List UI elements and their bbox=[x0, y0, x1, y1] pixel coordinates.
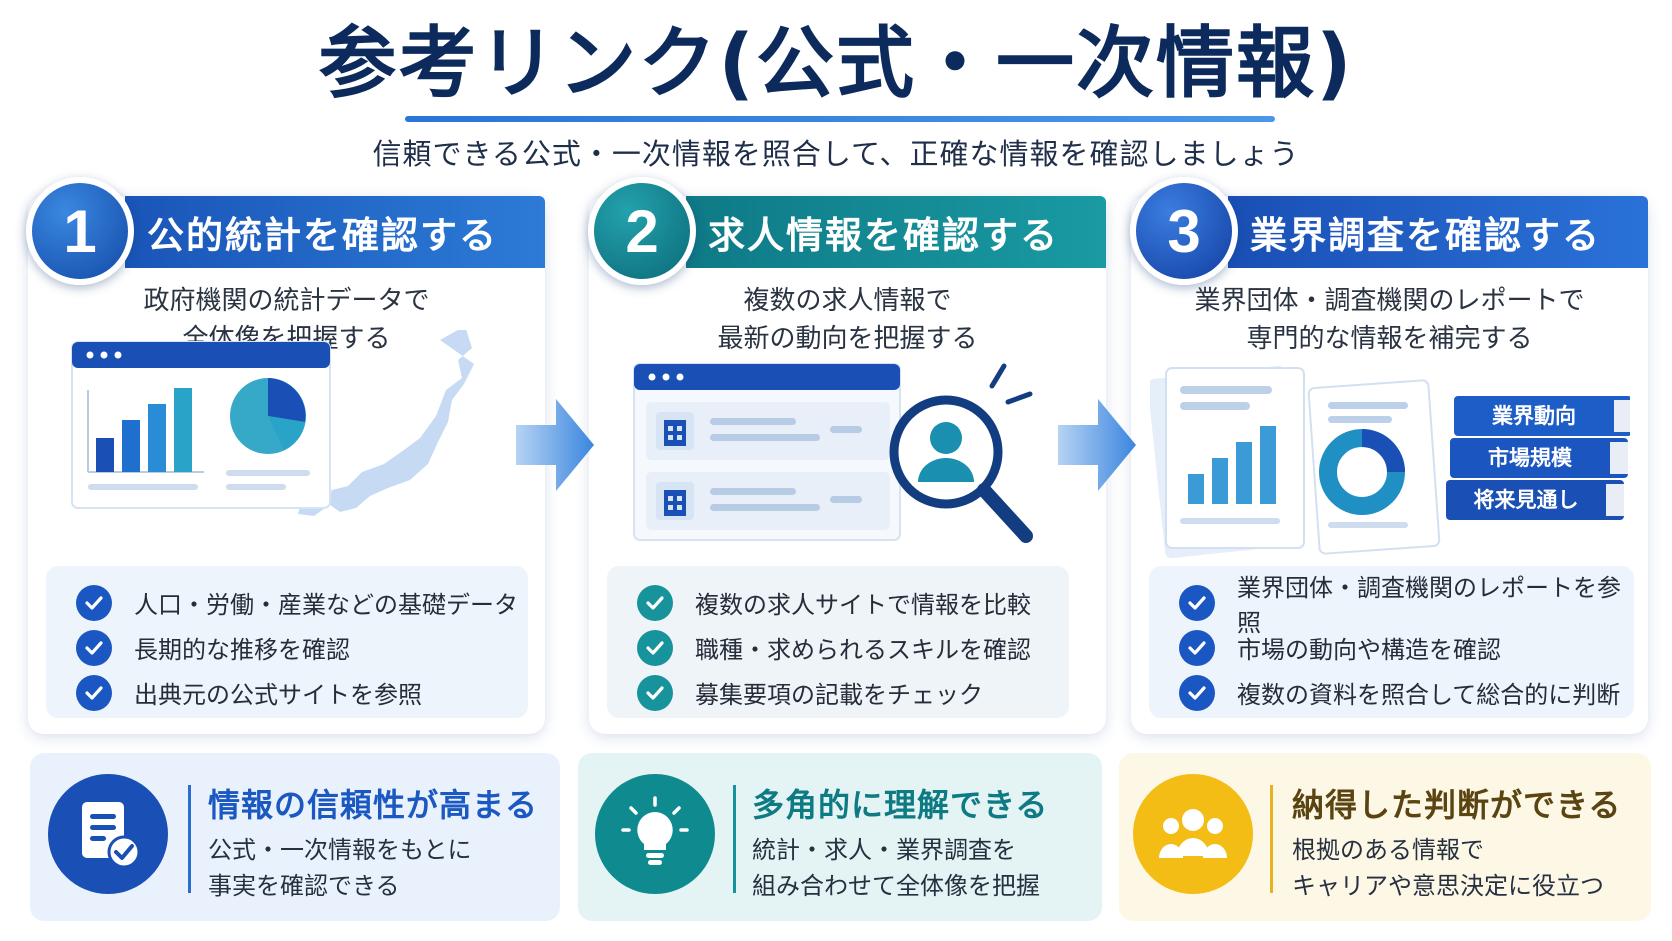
job-search-illustration bbox=[633, 363, 1033, 543]
step-1-banner: 公的統計を確認する bbox=[125, 196, 545, 268]
step-2-title: 求人情報を確認する bbox=[708, 214, 1059, 257]
step-1-title: 公的統計を確認する bbox=[147, 214, 498, 257]
list-item: 出典元の公式サイトを参照 bbox=[76, 670, 528, 715]
list-item: 職種・求められるスキルを確認 bbox=[637, 625, 1069, 670]
magnifier-person-icon bbox=[889, 363, 1033, 543]
check-icon bbox=[637, 629, 673, 666]
check-text: 複数の求人サイトで情報を比較 bbox=[695, 591, 1031, 619]
book-label-1: 業界動向 bbox=[1492, 404, 1576, 428]
list-item: 人口・労働・産業などの基礎データ bbox=[76, 580, 528, 625]
industry-report-illustration bbox=[1150, 365, 1630, 559]
benefit-1-body: 公式・一次情報をもとに事実を確認できる bbox=[208, 832, 472, 904]
page-subtitle: 信頼できる公式・一次情報を照合して、正確な情報を確認しましょう bbox=[372, 137, 1300, 171]
check-icon bbox=[76, 629, 112, 666]
check-icon bbox=[76, 584, 112, 621]
check-text: 複数の資料を照合して総合的に判断 bbox=[1237, 681, 1621, 709]
step-3-desc-line1: 業界団体・調査機関のレポートで bbox=[1194, 286, 1585, 316]
benefit-1-line2: 事実を確認できる bbox=[208, 872, 400, 900]
benefit-2-body: 統計・求人・業界調査を組み合わせて全体像を把握 bbox=[752, 832, 1040, 904]
step-2-description: 複数の求人情報で最新の動向を把握する bbox=[589, 282, 1106, 358]
list-item: 業界団体・調査機関のレポートを参照 bbox=[1179, 574, 1634, 637]
step-1-desc-line1: 政府機関の統計データで bbox=[143, 286, 430, 316]
lightbulb-icon bbox=[595, 774, 715, 894]
list-item: 市場の動向や構造を確認 bbox=[1179, 625, 1634, 670]
pie-report-document-icon bbox=[1307, 379, 1441, 555]
step-3-title: 業界調査を確認する bbox=[1250, 214, 1601, 257]
step-3-banner: 業界調査を確認する bbox=[1228, 196, 1648, 268]
benefit-2-title: 多角的に理解できる bbox=[752, 786, 1049, 824]
title-underline bbox=[405, 116, 1275, 122]
step-2-number: 2 bbox=[625, 197, 659, 265]
page-title: 参考リンク(公式・一次情報) bbox=[318, 19, 1354, 109]
step-2-banner: 求人情報を確認する bbox=[686, 196, 1106, 268]
check-icon bbox=[637, 584, 673, 621]
check-icon bbox=[1179, 629, 1215, 666]
list-item: 複数の求人サイトで情報を比較 bbox=[637, 580, 1069, 625]
check-text: 市場の動向や構造を確認 bbox=[1237, 636, 1501, 664]
divider bbox=[188, 785, 191, 893]
browser-window-icon bbox=[71, 341, 331, 509]
step-3-desc-line2: 専門的な情報を補完する bbox=[1246, 324, 1533, 354]
check-text: 人口・労働・産業などの基礎データ bbox=[134, 591, 518, 619]
benefit-1-line1: 公式・一次情報をもとに bbox=[208, 836, 472, 864]
step-2-number-badge: 2 bbox=[588, 177, 696, 285]
report-document-icon bbox=[1150, 365, 1305, 559]
step-3-description: 業界団体・調査機関のレポートで専門的な情報を補完する bbox=[1131, 282, 1648, 358]
step-2-desc-line2: 最新の動向を把握する bbox=[717, 324, 978, 354]
benefit-2-line2: 組み合わせて全体像を把握 bbox=[752, 872, 1040, 900]
book-label-2: 市場規模 bbox=[1488, 446, 1572, 470]
check-icon bbox=[637, 674, 673, 711]
benefit-3-line2: キャリアや意思決定に役立つ bbox=[1292, 872, 1604, 900]
job-list-window-icon bbox=[633, 363, 901, 541]
document-check-icon bbox=[48, 774, 168, 894]
step-1-number-badge: 1 bbox=[26, 177, 134, 285]
divider bbox=[1270, 785, 1273, 893]
step-3-number-badge: 3 bbox=[1130, 177, 1238, 285]
list-item: 長期的な推移を確認 bbox=[76, 625, 528, 670]
benefit-3-line1: 根拠のある情報で bbox=[1292, 836, 1484, 864]
step-3-number: 3 bbox=[1167, 197, 1201, 265]
benefit-3-body: 根拠のある情報でキャリアや意思決定に役立つ bbox=[1292, 832, 1604, 904]
books-stack-icon bbox=[1446, 396, 1630, 520]
list-item: 募集要項の記載をチェック bbox=[637, 670, 1069, 715]
book-label-3: 将来見通し bbox=[1473, 488, 1579, 512]
arrow-right-icon bbox=[1058, 399, 1136, 491]
people-group-icon bbox=[1133, 774, 1253, 894]
arrow-right-icon bbox=[516, 399, 594, 491]
step-2-desc-line1: 複数の求人情報で bbox=[743, 286, 952, 316]
step-3-checklist: 業界団体・調査機関のレポートを参照 市場の動向や構造を確認 複数の資料を照合して… bbox=[1149, 566, 1634, 718]
check-icon bbox=[1179, 674, 1215, 711]
statistics-illustration bbox=[71, 330, 474, 516]
step-2-checklist: 複数の求人サイトで情報を比較 職種・求められるスキルを確認 募集要項の記載をチェ… bbox=[607, 566, 1069, 718]
check-text: 業界団体・調査機関のレポートを参照 bbox=[1237, 573, 1621, 637]
list-item: 複数の資料を照合して総合的に判断 bbox=[1179, 670, 1634, 715]
divider bbox=[733, 785, 736, 893]
step-1-number: 1 bbox=[63, 197, 97, 265]
step-1-checklist: 人口・労働・産業などの基礎データ 長期的な推移を確認 出典元の公式サイトを参照 bbox=[46, 566, 528, 718]
check-text: 職種・求められるスキルを確認 bbox=[695, 636, 1031, 664]
check-icon bbox=[76, 674, 112, 711]
check-text: 出典元の公式サイトを参照 bbox=[134, 681, 422, 709]
benefit-1-title: 情報の信頼性が高まる bbox=[208, 786, 539, 824]
benefit-3-title: 納得した判断ができる bbox=[1292, 786, 1622, 824]
check-text: 長期的な推移を確認 bbox=[134, 636, 350, 664]
check-icon bbox=[1179, 584, 1215, 621]
check-text: 募集要項の記載をチェック bbox=[695, 681, 983, 709]
benefit-2-line1: 統計・求人・業界調査を bbox=[752, 836, 1016, 864]
